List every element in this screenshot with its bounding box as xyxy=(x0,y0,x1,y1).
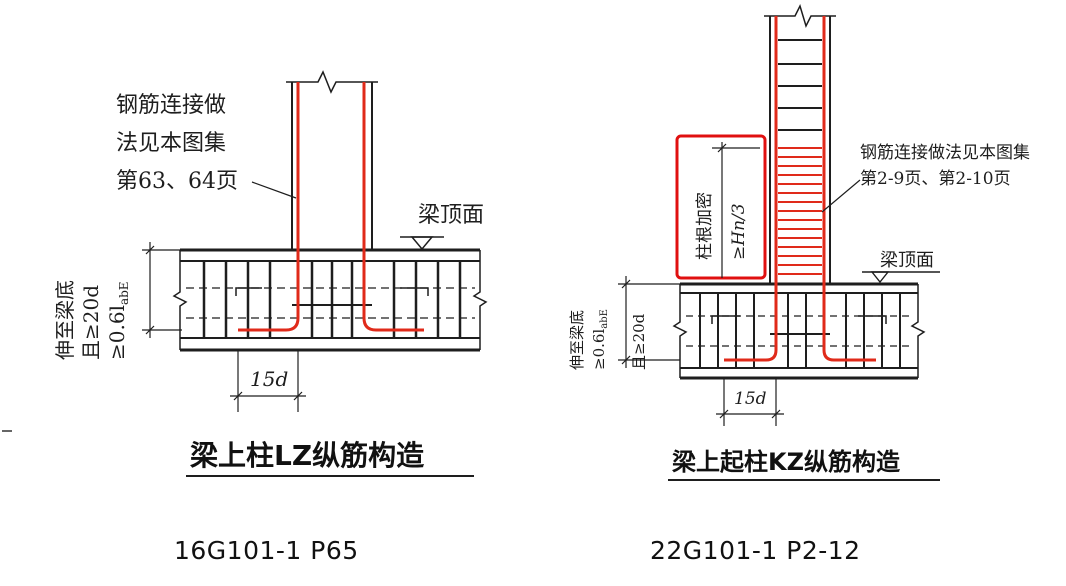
left-beam xyxy=(172,248,488,352)
left-15d-dimension xyxy=(230,350,306,412)
right-15d-label: 15d xyxy=(734,389,767,409)
right-anchor-dimension xyxy=(618,276,680,368)
right-anchor-l: ≥0.6l xyxy=(590,329,608,370)
right-anchor-line-1: 伸至梁底 xyxy=(568,310,586,370)
right-column-outline xyxy=(764,3,836,284)
left-anchor-dimension xyxy=(142,242,182,338)
right-anchor-line-3: 且≥20d xyxy=(630,313,648,370)
left-anchor-line-3: ≥0.6labE xyxy=(105,281,131,360)
right-beam-top-label: 梁顶面 xyxy=(880,250,934,271)
left-caption: 梁上柱LZ纵筋构造 xyxy=(189,439,424,472)
left-note-line-2: 法见本图集 xyxy=(116,131,226,156)
right-anchor-line-2: ≥0.6labE xyxy=(590,309,610,370)
right-figure: 梁顶面 钢筋连接做法见本图集 第2-9页、第2-10页 柱根加密 ≥Hn/3 伸… xyxy=(568,3,1030,481)
right-anchor-sub: abE xyxy=(599,309,610,329)
right-beam xyxy=(672,282,926,380)
left-note-line-1: 钢筋连接做 xyxy=(116,93,226,118)
right-note-leader xyxy=(821,179,861,213)
densify-text: 柱根加密 ≥Hn/3 xyxy=(695,192,749,260)
right-caption: 梁上起柱KZ纵筋构造 xyxy=(671,448,900,476)
left-beam-top-marker xyxy=(400,236,444,251)
left-note-line-3: 第63、64页 xyxy=(116,169,238,194)
right-note-line-1: 钢筋连接做法见本图集 xyxy=(860,143,1030,163)
left-rebar-red xyxy=(238,82,424,332)
densify-line-1: 柱根加密 xyxy=(695,192,715,260)
left-column-outline xyxy=(286,70,378,250)
left-anchor-line-1: 伸至梁底 xyxy=(53,280,77,360)
right-beam-top-marker xyxy=(862,271,940,284)
left-anchor-line-2: 且≥20d xyxy=(79,285,103,360)
densify-line-2: ≥Hn/3 xyxy=(729,203,749,260)
left-figure: 梁顶面 钢筋连接做 法见本图集 第63、64页 伸至梁底 且≥20d ≥0.6l… xyxy=(53,70,488,477)
right-column-ties xyxy=(778,39,822,275)
left-anchor-l: ≥0.6l xyxy=(105,305,129,360)
right-standard-reference: 22G101-1 P2-12 xyxy=(650,536,861,565)
densify-dimension xyxy=(712,142,760,278)
left-anchor-text: 伸至梁底 且≥20d ≥0.6labE xyxy=(53,280,131,360)
right-15d-dimension xyxy=(716,378,784,426)
right-rebar-red xyxy=(724,16,876,362)
left-standard-reference: 16G101-1 P65 xyxy=(174,536,359,565)
right-anchor-text: 伸至梁底 ≥0.6labE 且≥20d xyxy=(568,309,648,370)
left-15d-label: 15d xyxy=(250,367,288,391)
densify-highlight-box xyxy=(675,134,767,280)
left-beam-top-label: 梁顶面 xyxy=(418,203,484,228)
left-note-leader xyxy=(251,181,297,199)
right-note-line-2: 第2-9页、第2-10页 xyxy=(860,169,1011,189)
left-anchor-sub: abE xyxy=(117,281,131,305)
